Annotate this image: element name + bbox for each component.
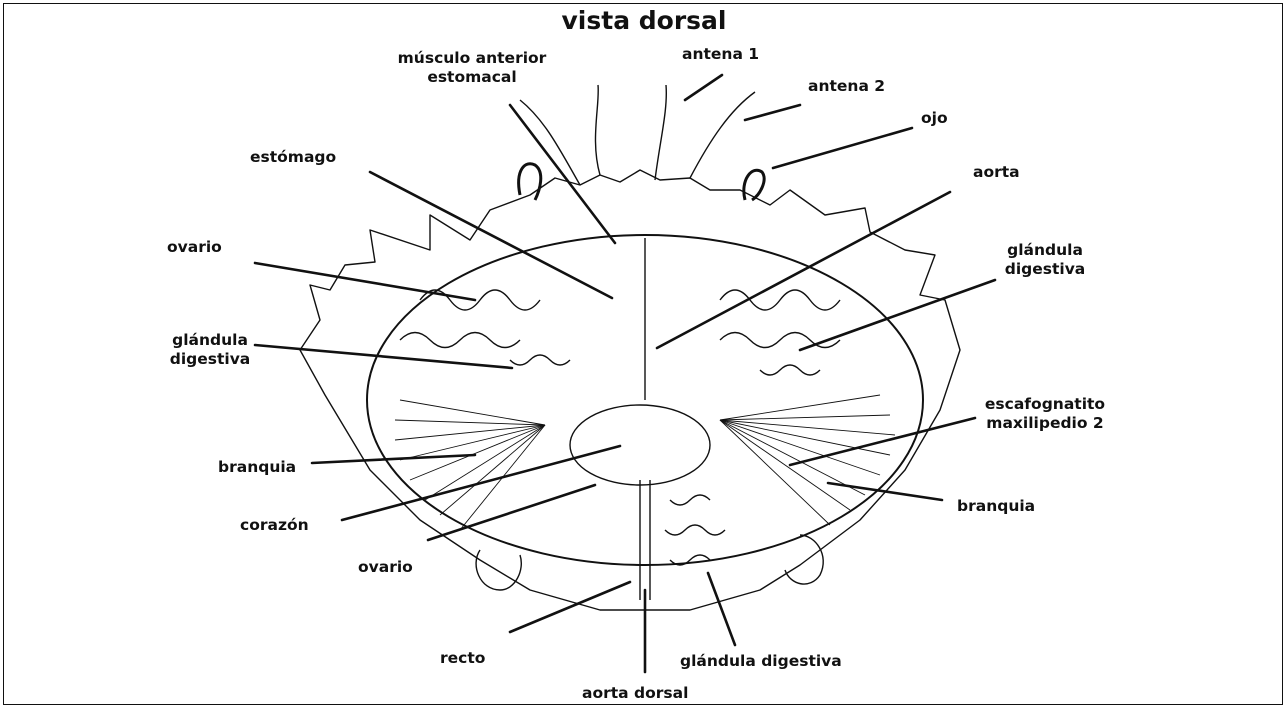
label-glandula-digestiva-right: glándula digestiva (990, 241, 1100, 279)
leader-ovario-bottom (428, 485, 595, 540)
leader-escafognatito (790, 418, 975, 465)
gills-left (395, 400, 545, 530)
leader-aorta (657, 192, 950, 348)
label-branquia-left: branquia (218, 458, 296, 477)
leader-glandula-right (800, 280, 995, 350)
label-escafognatito: escafognatito maxilipedio 2 (975, 395, 1115, 433)
antenna-right2 (690, 92, 755, 178)
leader-antena1 (685, 75, 722, 100)
leader-ovario-top (255, 263, 475, 300)
label-antena-2: antena 2 (808, 77, 885, 96)
leader-branquia-right (828, 483, 942, 500)
label-antena-1: antena 1 (682, 45, 759, 64)
leader-glandula-bottom (708, 573, 735, 645)
label-ovario-top: ovario (167, 238, 222, 257)
label-branquia-right: branquia (957, 497, 1035, 516)
leader-ojo (773, 128, 912, 168)
antenna-left (595, 85, 600, 175)
label-glandula-digestiva-bottom: glándula digestiva (680, 652, 842, 671)
antenna-right (655, 85, 666, 180)
label-aorta-dorsal: aorta dorsal (582, 684, 688, 703)
leader-branquia-left (312, 455, 475, 463)
label-ovario-bottom: ovario (358, 558, 413, 577)
eye-right (744, 170, 764, 200)
label-glandula-digestiva-left: glándula digestiva (155, 331, 265, 369)
gland-bottom (665, 495, 725, 565)
heart (570, 405, 710, 485)
label-aorta: aorta (973, 163, 1020, 182)
label-estomago: estómago (250, 148, 336, 167)
label-musculo-anterior-estomacal: músculo anterior estomacal (372, 49, 572, 87)
gland-left (400, 290, 570, 365)
antenna-left2 (520, 100, 580, 185)
label-ojo: ojo (921, 109, 948, 128)
label-corazon: corazón (240, 516, 309, 535)
label-recto: recto (440, 649, 485, 668)
leader-glandula-left (255, 345, 512, 368)
gland-right (720, 290, 840, 375)
leader-antena2 (745, 105, 800, 120)
